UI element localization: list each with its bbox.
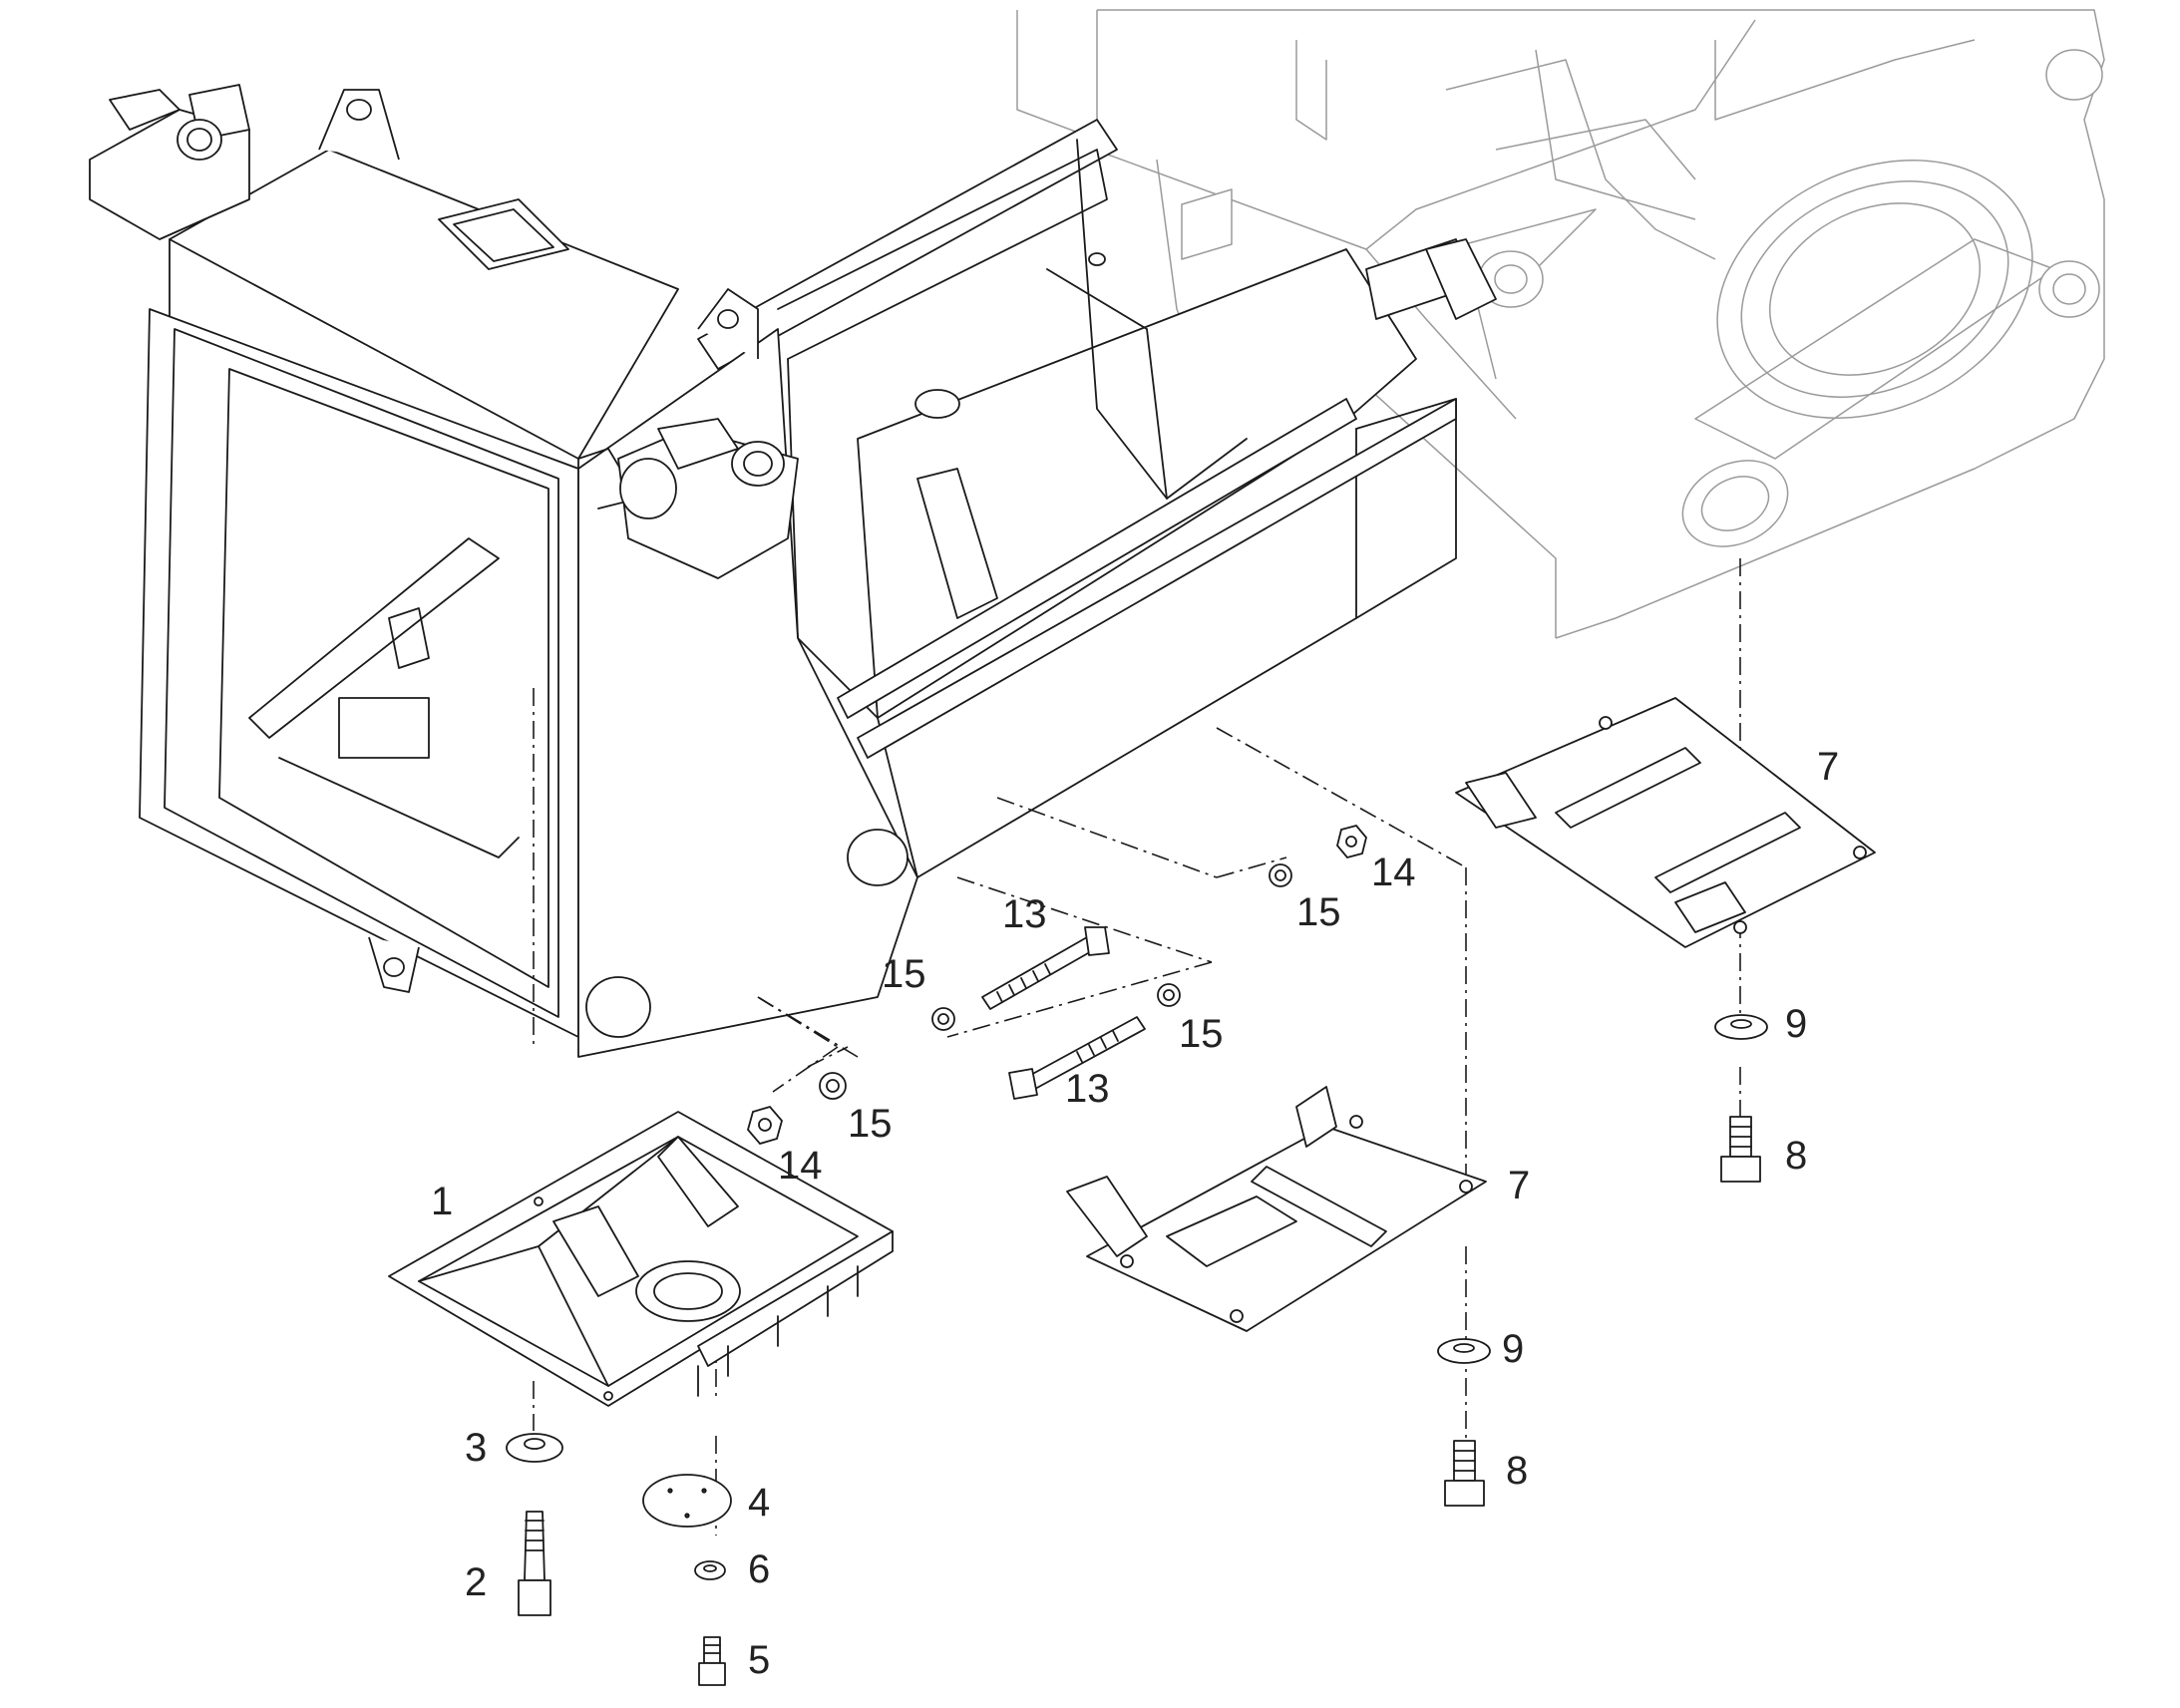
callout-5: 5 [748,1638,770,1682]
callout-14-upper: 14 [1371,851,1416,894]
cylinder-mount-middle [617,418,799,579]
part-5-screw [698,1636,726,1686]
part-3-washer [506,1433,563,1463]
callout-15-b: 15 [882,952,926,996]
callout-4: 4 [748,1481,770,1525]
callout-7-front: 7 [1508,1164,1530,1207]
callout-1: 1 [431,1180,453,1223]
part-1-tray [388,1111,894,1407]
part-13-bolt-lower [1008,1016,1146,1100]
part-8-screw-upper [1720,1116,1761,1183]
part-8-screw-lower [1444,1440,1485,1507]
callout-13-lower: 13 [1065,1067,1110,1111]
callout-2: 2 [465,1560,487,1604]
callout-8-upper: 8 [1785,1134,1807,1178]
part-7-plate-rear [1455,697,1876,948]
part-2-bolt [518,1511,551,1616]
callout-15-a: 15 [1296,890,1341,934]
rear-frame-structure [1016,9,2105,639]
part-9-washer-lower [1437,1338,1491,1364]
part-7-plate-front [1066,1086,1487,1332]
callout-8-lower: 8 [1506,1449,1528,1493]
callout-3: 3 [465,1426,487,1470]
part-13-bolt-upper [981,926,1110,1010]
callout-labels: 1 2 3 4 5 6 7 7 8 8 9 9 13 13 14 14 15 1… [431,745,1839,1682]
callout-14-lower: 14 [778,1144,823,1188]
callout-9-upper: 9 [1785,1002,1807,1046]
callout-15-d: 15 [848,1102,893,1146]
callout-9-lower: 9 [1502,1327,1524,1371]
callout-15-c: 15 [1179,1012,1224,1056]
callout-6: 6 [748,1547,770,1591]
cylinder-mount-top-left [89,84,250,240]
front-frame-box [139,89,918,1058]
part-6-washer [694,1560,726,1580]
callout-13-upper: 13 [1002,892,1047,936]
part-9-washer-upper [1714,1014,1768,1040]
callout-7-rear: 7 [1817,745,1839,789]
part-4-cover-plate [642,1474,732,1528]
mid-frame-rails [697,119,1497,878]
